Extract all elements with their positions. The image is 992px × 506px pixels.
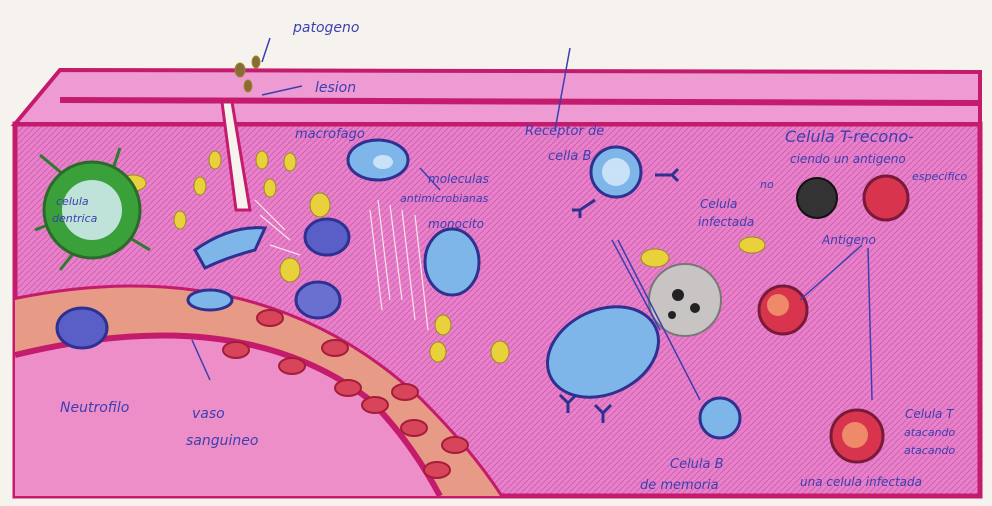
label-vaso-1: vaso bbox=[192, 406, 225, 422]
label-receptor-2: cella B bbox=[548, 149, 591, 164]
label-b-memoria-2: de memoria bbox=[640, 478, 719, 493]
red-blood-cell-icon bbox=[335, 380, 361, 396]
b-cell bbox=[591, 147, 641, 197]
t-cell-recognizing bbox=[864, 176, 908, 220]
red-blood-cell-icon bbox=[223, 342, 249, 358]
label-b-memoria-1: Celula B bbox=[670, 457, 724, 472]
t-cell bbox=[759, 286, 807, 334]
label-monocito: monocito bbox=[428, 217, 484, 231]
uninfected-cell bbox=[797, 178, 837, 218]
cell-icon bbox=[188, 290, 232, 310]
label-celula-t-2: ciendo un antigeno bbox=[790, 152, 906, 166]
label-vaso-2: sanguineo bbox=[186, 433, 258, 449]
pathogen-icon bbox=[235, 63, 245, 77]
red-blood-cell-icon bbox=[401, 420, 427, 436]
label-macrofago: macrofago bbox=[295, 127, 365, 142]
label-receptor-1: Receptor de bbox=[525, 124, 604, 139]
label-patogeno: patogeno bbox=[292, 20, 359, 36]
label-dentrica-1: celula bbox=[56, 195, 89, 208]
cell-icon bbox=[305, 219, 349, 255]
label-moleculas-1: moleculas bbox=[428, 172, 489, 186]
red-blood-cell-icon bbox=[392, 384, 418, 400]
label-no-infectada-1: no bbox=[760, 178, 774, 191]
pathogen-icon bbox=[641, 249, 669, 267]
red-blood-cell-icon bbox=[279, 358, 305, 374]
pathogen-icon bbox=[435, 315, 451, 335]
label-neutrofilo: Neutrofilo bbox=[60, 400, 129, 416]
label-antigeno: Antigeno bbox=[821, 233, 876, 247]
cell-icon bbox=[296, 282, 340, 318]
pathogen-icon bbox=[244, 80, 252, 92]
pathogen-icon bbox=[491, 341, 509, 363]
pathogen-icon bbox=[174, 211, 186, 229]
red-blood-cell-icon bbox=[424, 462, 450, 478]
red-blood-cell-icon bbox=[442, 437, 468, 453]
label-t-atacando-3: atacando bbox=[904, 444, 956, 457]
memory-b-cell bbox=[700, 398, 740, 438]
label-dentrica-2: dentrica bbox=[52, 212, 98, 225]
label-t-atacando-4: una celula infectada bbox=[800, 475, 922, 489]
label-lesion: lesion bbox=[315, 80, 356, 96]
macrophage bbox=[348, 140, 408, 180]
label-no-infectada-3: infectada bbox=[698, 215, 754, 229]
pathogen-icon bbox=[194, 177, 206, 195]
pathogen-icon bbox=[310, 193, 330, 217]
label-moleculas-2: antimicrobianas bbox=[400, 192, 489, 205]
red-blood-cell-icon bbox=[322, 340, 348, 356]
red-blood-cell-icon bbox=[362, 397, 388, 413]
pathogen-icon bbox=[284, 153, 296, 171]
label-no-infectada-2: Celula bbox=[700, 197, 737, 211]
pathogen-icon bbox=[280, 258, 300, 282]
red-blood-cell-icon bbox=[257, 310, 283, 326]
pathogen-icon bbox=[252, 56, 260, 68]
pathogen-icon bbox=[209, 151, 221, 169]
pathogen-icon bbox=[264, 179, 276, 197]
monocyte-cell bbox=[425, 229, 479, 295]
pathogen-icon bbox=[430, 342, 446, 362]
label-celula-t-1: Celula T-recono- bbox=[785, 127, 914, 146]
pathogen-icon bbox=[739, 237, 765, 253]
label-t-atacando-2: atacando bbox=[904, 426, 956, 439]
pathogen-icon bbox=[256, 151, 268, 169]
infected-cell bbox=[649, 264, 721, 336]
label-t-atacando-1: Celula T bbox=[905, 407, 955, 421]
neutrophil-cell bbox=[57, 308, 107, 348]
label-celula-t-3: especifico bbox=[912, 170, 968, 183]
